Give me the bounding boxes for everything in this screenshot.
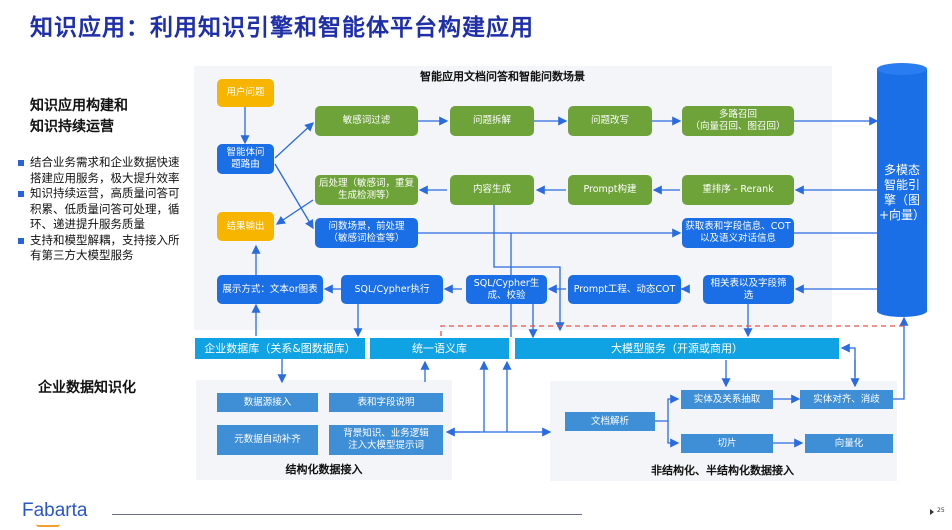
semantic-library-bar[interactable]: 统一语义库 xyxy=(370,338,509,359)
arrow xyxy=(893,316,909,400)
page-number: 25 xyxy=(937,507,945,514)
multi-recall-node[interactable]: 多路召回 （向量召回、图召回） xyxy=(682,106,794,136)
entity-alignment-node[interactable]: 实体对齐、消歧 xyxy=(800,390,893,409)
fabarta-logo: Fabarta xyxy=(22,500,88,521)
schema-cot-node[interactable]: 获取表和字段信息、COT 以及语义对话信息 xyxy=(682,218,794,248)
bullet-square-icon xyxy=(18,160,24,166)
engine-label: 多模态智能引擎（图+向量） xyxy=(879,163,926,222)
display-mode-node[interactable]: 展示方式：文本or图表 xyxy=(217,275,323,304)
datasource-access-node[interactable]: 数据源接入 xyxy=(217,393,318,412)
post-process-node[interactable]: 后处理（敏感词，重复生成检测等） xyxy=(315,175,418,205)
page-marker-icon xyxy=(930,509,934,515)
nl2sql-preprocess-node[interactable]: 问数场景，前处理 （敏感词检查等） xyxy=(315,218,418,248)
footer-divider xyxy=(112,514,582,515)
bullet-list: 结合业务需求和企业数据快速搭建应用服务，极大提升效率 知识持续运营，高质量问答可… xyxy=(18,155,188,264)
doc-parse-node[interactable]: 文档解析 xyxy=(565,412,655,431)
cylinder-icon xyxy=(877,63,927,317)
bullet-item: 支持和模型解耦，支持接入所有第三方大模型服务 xyxy=(18,233,188,264)
arrow xyxy=(655,394,680,422)
arrow xyxy=(275,199,314,225)
section-title-data-knowledge: 企业数据知识化 xyxy=(38,380,136,396)
arrow xyxy=(493,203,565,332)
arrow xyxy=(840,343,856,377)
bullet-square-icon xyxy=(18,191,24,197)
user-question-node[interactable]: 用户问题 xyxy=(217,79,274,107)
page-title: 知识应用：利用知识引擎和智能体平台构建应用 xyxy=(30,15,534,41)
arrow xyxy=(274,163,314,230)
question-split-node[interactable]: 问题拆解 xyxy=(450,106,534,136)
arrow xyxy=(667,421,680,448)
scenario-panel-title: 智能应用文档问答和智能问数场景 xyxy=(420,70,585,83)
multimodal-engine-cylinder[interactable]: 多模态智能引擎（图+向量） xyxy=(877,62,927,318)
dashed-feedback-line xyxy=(440,325,904,336)
metadata-autofill-node[interactable]: 元数据自动补齐 xyxy=(217,425,318,455)
sensitive-filter-node[interactable]: 敏感词过滤 xyxy=(315,106,418,136)
background-knowledge-node[interactable]: 背景知识、业务逻辑 注入大模型提示词 xyxy=(329,425,443,455)
table-filter-node[interactable]: 相关表以及字段筛选 xyxy=(703,275,794,304)
result-output-node[interactable]: 结果输出 xyxy=(217,212,274,241)
structured-panel-title: 结构化数据接入 xyxy=(285,463,363,476)
logo-swoosh-icon xyxy=(36,524,60,527)
question-rewrite-node[interactable]: 问题改写 xyxy=(568,106,652,136)
bullet-item: 结合业务需求和企业数据快速搭建应用服务，极大提升效率 xyxy=(18,155,188,186)
content-generation-node[interactable]: 内容生成 xyxy=(450,175,534,205)
entity-extraction-node[interactable]: 实体及关系抽取 xyxy=(681,390,773,409)
prompt-build-node[interactable]: Prompt构建 xyxy=(568,175,652,205)
section-title-app-ops: 知识应用构建和 知识持续运营 xyxy=(30,98,128,135)
llm-service-bar[interactable]: 大模型服务（开源或商用） xyxy=(515,338,839,359)
agent-router-node[interactable]: 智能体问题路由 xyxy=(217,144,274,174)
enterprise-db-bar[interactable]: 企业数据库（关系&图数据库） xyxy=(195,338,365,359)
sql-generate-node[interactable]: SQL/Cypher生成、校验 xyxy=(466,275,547,304)
bullet-item: 知识持续运营，高质量问答可积累、低质量问答可处理，循环、递进提升服务质量 xyxy=(18,186,188,233)
vectorization-node[interactable]: 向量化 xyxy=(805,434,893,453)
chunking-node[interactable]: 切片 xyxy=(681,434,773,453)
unstructured-panel-title: 非结构化、半结构化数据接入 xyxy=(651,464,794,477)
sql-execute-node[interactable]: SQL/Cypher执行 xyxy=(341,275,443,304)
rerank-node[interactable]: 重排序 - Rerank xyxy=(682,175,794,205)
arrow xyxy=(274,122,314,159)
table-field-desc-node[interactable]: 表和字段说明 xyxy=(329,393,443,412)
prompt-engineering-node[interactable]: Prompt工程、动态COT xyxy=(568,275,681,304)
bullet-square-icon xyxy=(18,237,24,244)
